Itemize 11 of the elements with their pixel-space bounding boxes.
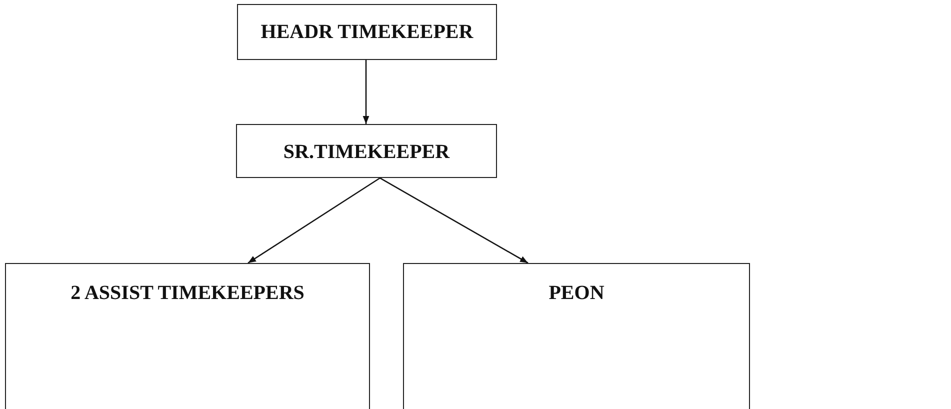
box-label: PEON xyxy=(548,282,604,305)
box-label: 2 ASSIST TIMEKEEPERS xyxy=(70,282,304,305)
arrow xyxy=(362,60,370,124)
box-label: SR.TIMEKEEPER xyxy=(283,141,450,164)
org-box xyxy=(236,124,497,178)
box-label: HEADR TIMEKEEPER xyxy=(260,21,474,44)
org-box xyxy=(237,4,497,60)
arrow xyxy=(248,177,380,264)
org-box xyxy=(403,263,750,409)
arrow xyxy=(380,177,528,264)
org-box xyxy=(5,263,370,409)
